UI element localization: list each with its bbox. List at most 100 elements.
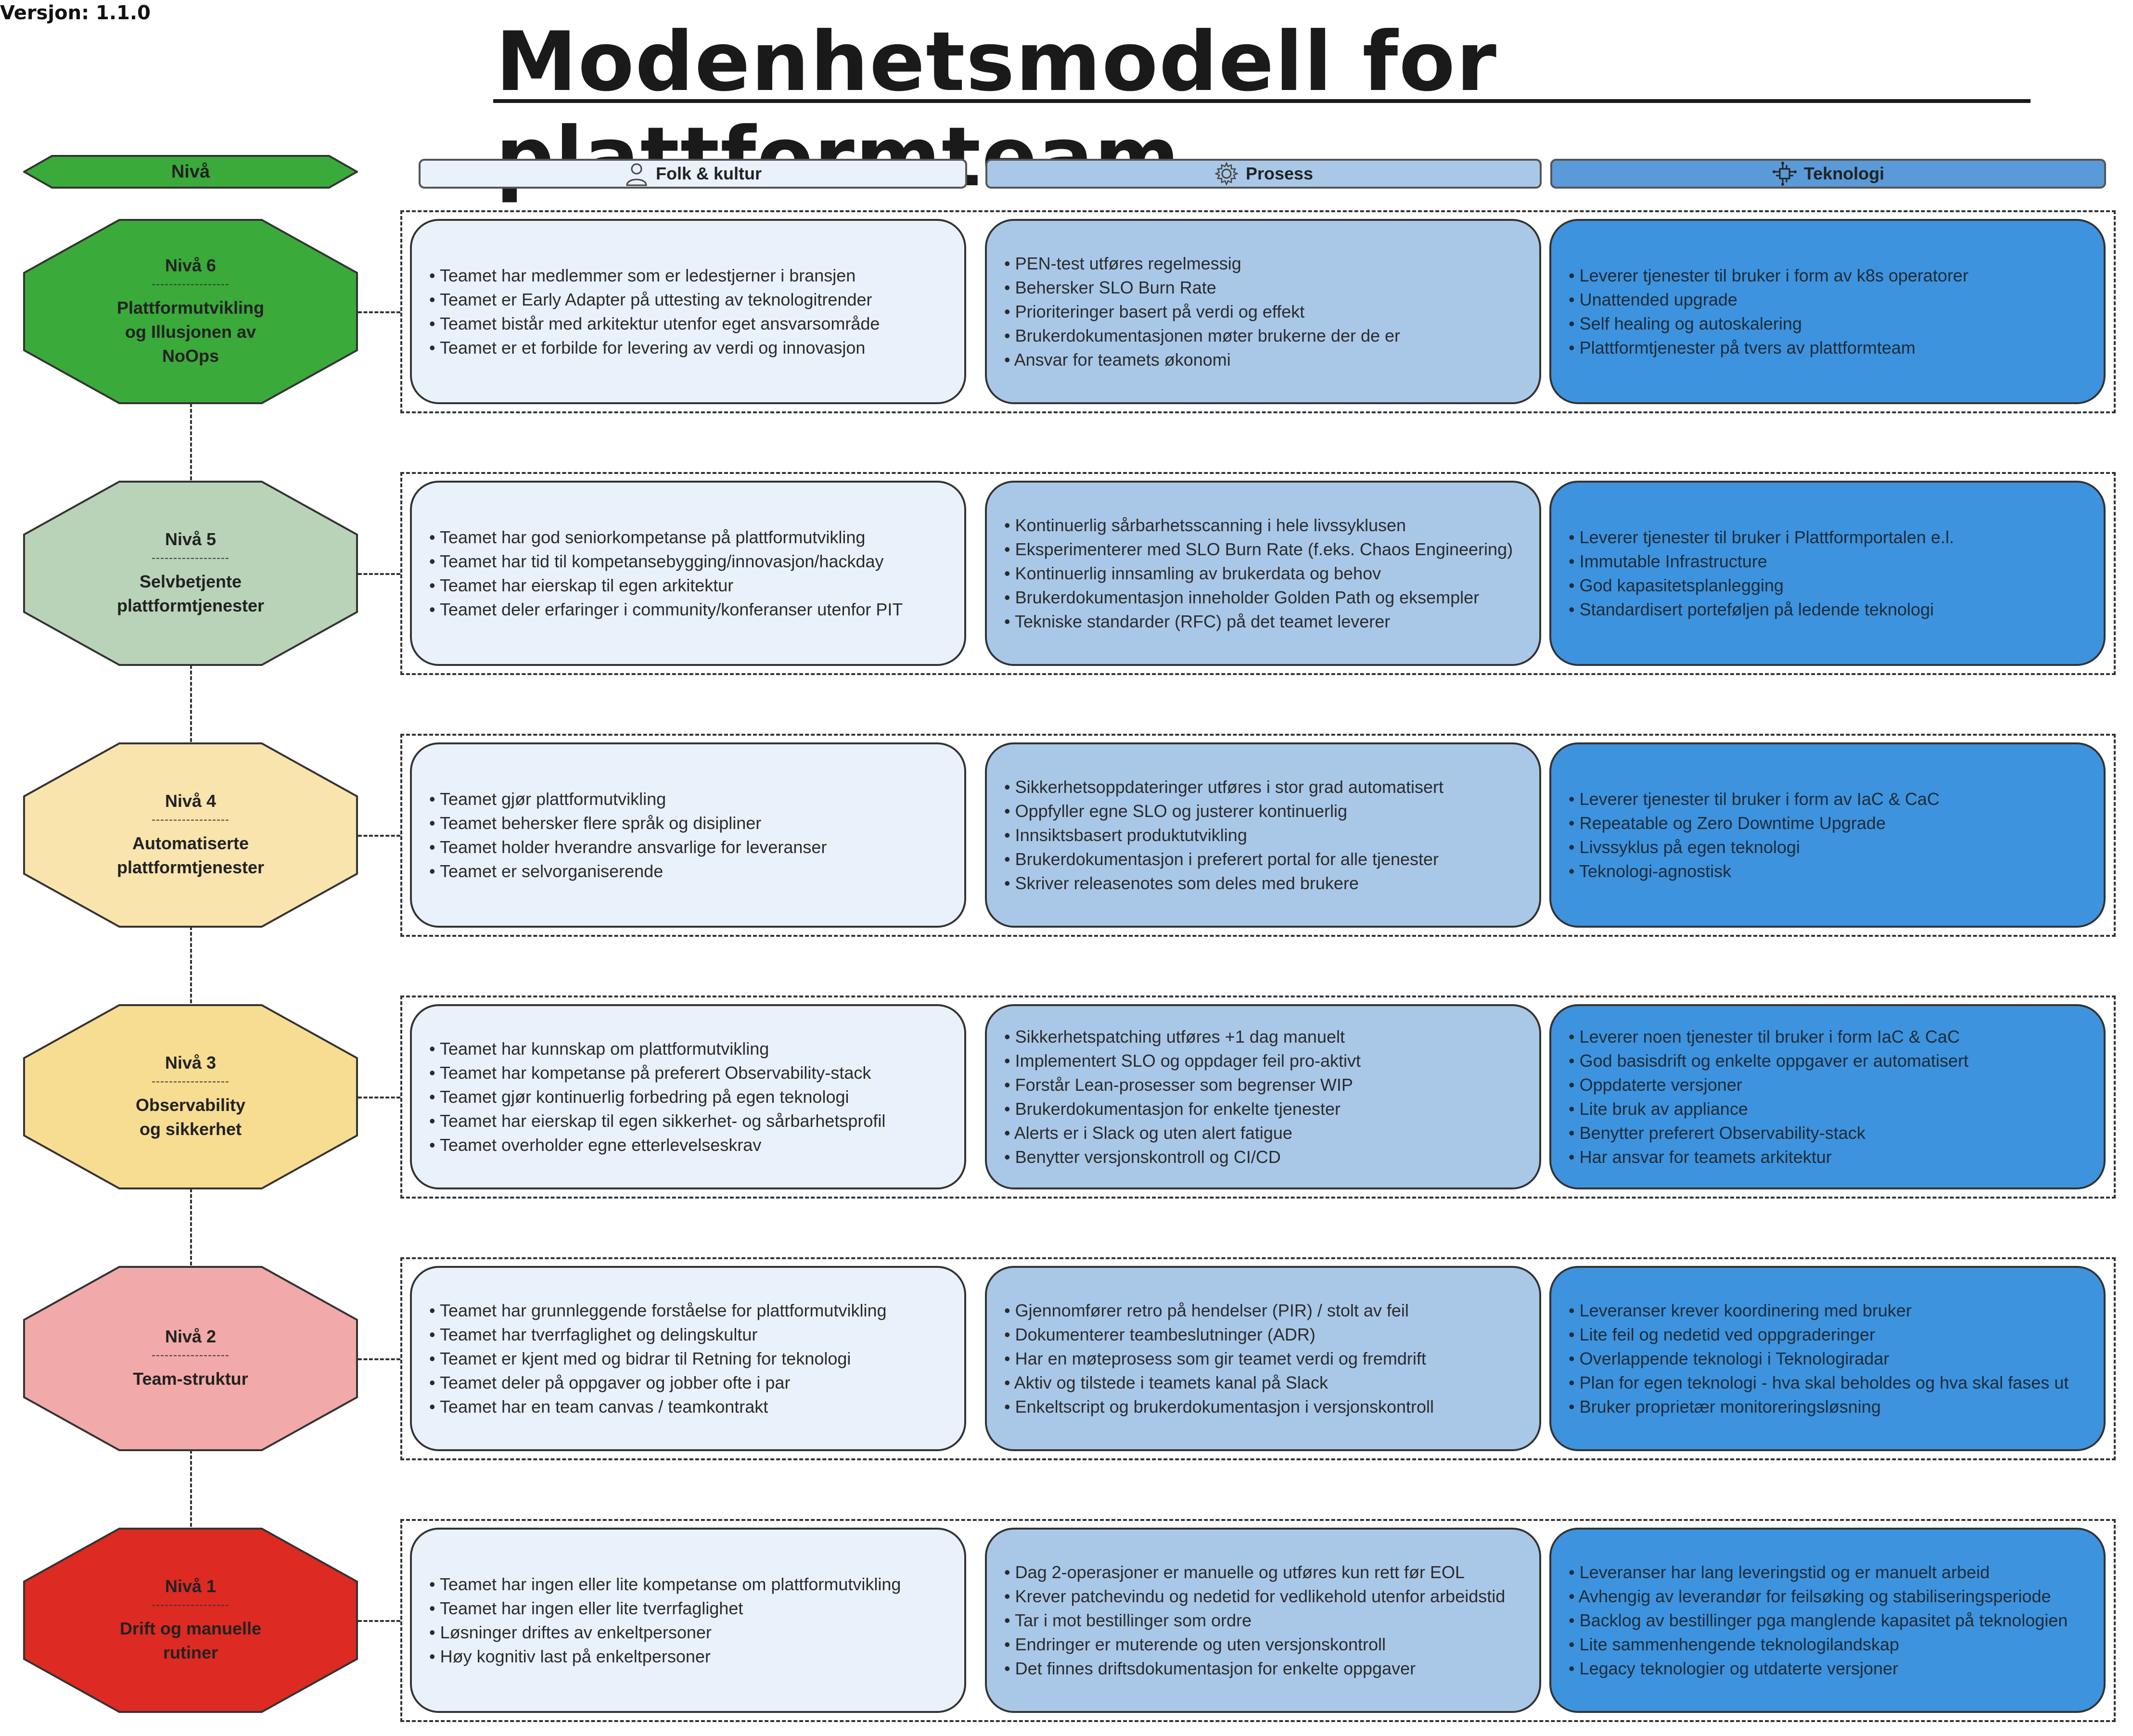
person-icon [626, 163, 647, 186]
level-name-line: Observability [135, 1095, 246, 1115]
level-1-teknologi-card: Leveranser har lang leveringstid og er m… [1549, 1528, 2106, 1713]
bullet-item: Behersker SLO Burn Rate [1004, 276, 1400, 300]
prosess-bullet-list: PEN-test utføres regelmessigBehersker SL… [1004, 252, 1400, 372]
level-number: Nivå 4 [165, 791, 217, 811]
bullet-item: Har ansvar for teamets arkitektur [1569, 1145, 1968, 1169]
level-2-group [400, 1257, 2116, 1460]
bullet-item: Repeatable og Zero Downtime Upgrade [1569, 811, 1940, 835]
connector-line [190, 403, 192, 480]
bullet-item: Leveranser krever koordinering med bruke… [1569, 1299, 2069, 1323]
bullet-item: Teamet deler på oppgaver og jobber ofte … [429, 1371, 886, 1395]
level-name-line: rutiner [163, 1642, 218, 1662]
bullet-item: Skriver releasenotes som deles med bruke… [1004, 871, 1443, 895]
bullet-item: Backlog av bestillinger pga manglende ka… [1569, 1608, 2068, 1633]
bullet-item: Teamet er et forbilde for levering av ve… [429, 336, 880, 360]
bullet-item: Oppfyller egne SLO og justerer kontinuer… [1004, 799, 1443, 823]
prosess-bullet-list: Kontinuerlig sårbarhetsscanning i hele l… [1004, 513, 1513, 634]
niva-header-label: Nivå [171, 161, 210, 182]
prosess-bullet-list: Gjennomfører retro på hendelser (PIR) / … [1004, 1299, 1434, 1419]
level-5-teknologi-card: Leverer tjenester til bruker i Plattform… [1549, 481, 2106, 666]
level-1-group [400, 1519, 2116, 1722]
level-number: Nivå 5 [165, 529, 217, 549]
folk-column-header: Folk & kultur [419, 159, 967, 189]
level-5-prosess-card: Kontinuerlig sårbarhetsscanning i hele l… [985, 481, 1541, 666]
bullet-item: Høy kognitiv last på enkeltpersoner [429, 1645, 901, 1669]
level-name-line: Drift og manuelle [119, 1618, 262, 1638]
octagon-shape [23, 481, 358, 666]
level-name-line: og sikkerhet [139, 1119, 242, 1139]
bullet-item: Teamet har kunnskap om plattformutviklin… [429, 1037, 885, 1061]
level-4-group [400, 734, 2116, 937]
bullet-item: Benytter versjonskontroll og CI/CD [1004, 1145, 1361, 1169]
bullet-item: Alerts er i Slack og uten alert fatigue [1004, 1121, 1361, 1145]
folk-bullet-list: Teamet har ingen eller lite kompetanse o… [429, 1572, 901, 1669]
level-6-badge: Nivå 6------------------Plattformutvikli… [23, 219, 358, 404]
octagon-shape [23, 1004, 358, 1189]
level-number: Nivå 3 [165, 1052, 217, 1072]
level-5-group [400, 472, 2116, 675]
teknologi-header-label: Teknologi [1803, 164, 1885, 183]
prosess-bullet-list: Dag 2-operasjoner er manuelle og utføres… [1004, 1560, 1505, 1681]
bullet-item: Teamet bistår med arkitektur utenfor ege… [429, 312, 880, 336]
bullet-item: Teamet har tverrfaglighet og delingskult… [429, 1323, 886, 1347]
bullet-item: Self healing og autoskalering [1569, 312, 1968, 336]
bullet-item: Plattformtjenester på tvers av plattform… [1569, 336, 1968, 360]
bullet-item: Tekniske standarder (RFC) på det teamet … [1004, 610, 1513, 634]
bullet-item: God basisdrift og enkelte oppgaver er au… [1569, 1049, 1968, 1073]
level-4-teknologi-card: Leverer tjenester til bruker i form av I… [1549, 742, 2106, 928]
level-number: Nivå 2 [165, 1326, 217, 1346]
bullet-item: Løsninger driftes av enkeltpersoner [429, 1621, 901, 1645]
level-6-prosess-card: PEN-test utføres regelmessigBehersker SL… [985, 219, 1541, 404]
level-6-teknologi-card: Leverer tjenester til bruker i form av k… [1549, 219, 2106, 404]
prosess-bullet-list: Sikkerhetspatching utføres +1 dag manuel… [1004, 1025, 1361, 1169]
bullet-item: Lite feil og nedetid ved oppgraderinger [1569, 1323, 2069, 1347]
bullet-item: Unattended upgrade [1569, 288, 1968, 312]
bullet-item: Brukerdokumentasjonen møter brukerne der… [1004, 324, 1400, 348]
level-2-folk-card: Teamet har grunnleggende forståelse for … [410, 1266, 966, 1451]
bullet-item: Lite sammenhengende teknologilandskap [1569, 1633, 2068, 1657]
octagon-shape [23, 1528, 358, 1713]
level-6-folk-card: Teamet har medlemmer som er ledestjerner… [410, 219, 966, 404]
level-badge-text: Nivå 1------------------Drift og manuell… [23, 1528, 358, 1713]
bullet-item: Teamet er kjent med og bidrar til Retnin… [429, 1347, 886, 1371]
octagon-shape [23, 742, 358, 928]
bullet-item: Endringer er muterende og uten versjonsk… [1004, 1633, 1505, 1657]
bullet-item: Brukerdokumentasjon inneholder Golden Pa… [1004, 586, 1513, 610]
level-connector-line [358, 311, 400, 313]
bullet-item: Teamet er Early Adapter på uttesting av … [429, 288, 880, 312]
bullet-item: Teamet gjør plattformutvikling [429, 787, 827, 811]
niva-header-shape [23, 155, 358, 189]
bullet-item: Overlappende teknologi i Teknologiradar [1569, 1347, 2069, 1371]
niva-column-header: Nivå [23, 155, 358, 189]
level-name-line: Plattformutvikling [116, 297, 265, 318]
folk-bullet-list: Teamet har kunnskap om plattformutviklin… [429, 1037, 885, 1157]
bullet-item: Det finnes driftsdokumentasjon for enkel… [1004, 1657, 1505, 1681]
level-number: Nivå 6 [165, 255, 217, 275]
level-separator: ------------------ [152, 1598, 230, 1611]
level-connector-line [358, 573, 400, 575]
bullet-item: Kontinuerlig innsamling av brukerdata og… [1004, 562, 1513, 586]
teknologi-bullet-list: Leveranser krever koordinering med bruke… [1569, 1299, 2069, 1419]
connector-line [190, 665, 192, 742]
bullet-item: Teamet behersker flere språk og disiplin… [429, 811, 827, 835]
bullet-item: Tar i mot bestillinger som ordre [1004, 1608, 1505, 1633]
bullet-item: Har en møteprosess som gir teamet verdi … [1004, 1347, 1434, 1371]
bullet-item: Teamet deler erfaringer i community/konf… [429, 598, 903, 622]
bullet-item: Leveranser har lang leveringstid og er m… [1569, 1560, 2068, 1584]
bullet-item: Teamet har ingen eller lite tverrfagligh… [429, 1596, 901, 1621]
bullet-item: Forstår Lean-prosesser som begrenser WIP [1004, 1073, 1361, 1097]
bullet-item: Teamet har en team canvas / teamkontrakt [429, 1395, 886, 1419]
bullet-item: PEN-test utføres regelmessig [1004, 252, 1400, 276]
bullet-item: Teamet har ingen eller lite kompetanse o… [429, 1572, 901, 1596]
folk-bullet-list: Teamet har god seniorkompetanse på platt… [429, 525, 903, 622]
bullet-item: Leverer tjenester til bruker i form av I… [1569, 787, 1940, 811]
level-4-folk-card: Teamet gjør plattformutviklingTeamet beh… [410, 742, 966, 928]
prosess-column-header: Prosess [985, 159, 1542, 189]
level-separator: ------------------ [152, 1348, 230, 1362]
level-4-prosess-card: Sikkerhetsoppdateringer utføres i stor g… [985, 742, 1541, 928]
